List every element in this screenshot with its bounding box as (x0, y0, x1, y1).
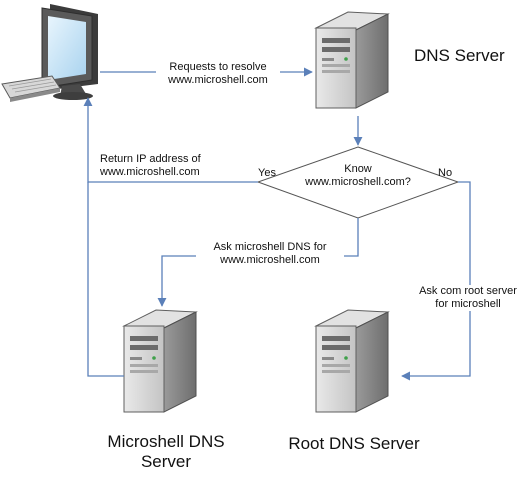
microshell-dns-label-line2: Server (140, 452, 192, 471)
decision-label-line2: www.microshell.com? (305, 176, 411, 188)
label-return-ip: Return IP address of www.microshell.com (100, 153, 201, 179)
microshell-dns-label-line1: Microshell DNS (107, 432, 225, 451)
label-ask-microshell-line2: www.microshell.com (220, 254, 320, 266)
root-dns-label: Root DNS Server (288, 434, 420, 453)
decision-label-line1: Know (344, 163, 372, 175)
arrow-microshell-return (87, 182, 124, 377)
label-yes: Yes (258, 167, 276, 179)
label-return-ip-line2: www.microshell.com (100, 166, 200, 178)
microshell-dns-label: Microshell DNS Server (84, 432, 248, 472)
label-return-ip-line1: Return IP address of (100, 153, 201, 165)
dns-server-icon (314, 11, 390, 109)
label-requests-line1: Requests to resolve (169, 61, 267, 73)
label-ask-microshell-line1: Ask microshell DNS for (213, 241, 327, 253)
root-dns-server-icon (314, 309, 390, 413)
label-ask-root-line1: Ask com root server (419, 285, 517, 297)
computer-icon (1, 4, 98, 102)
label-requests: Requests to resolve www.microshell.com (156, 61, 280, 87)
microshell-dns-server-icon (122, 309, 198, 413)
label-ask-root: Ask com root server for microshell (408, 285, 528, 311)
label-no: No (438, 167, 453, 179)
label-ask-microshell: Ask microshell DNS for www.microshell.co… (196, 241, 344, 267)
decision-label: Know www.microshell.com? (286, 163, 430, 189)
label-ask-root-line2: for microshell (435, 298, 501, 310)
arrow-ask-root (401, 181, 471, 381)
dns-server-label: DNS Server (414, 46, 505, 65)
label-requests-line2: www.microshell.com (168, 74, 268, 86)
